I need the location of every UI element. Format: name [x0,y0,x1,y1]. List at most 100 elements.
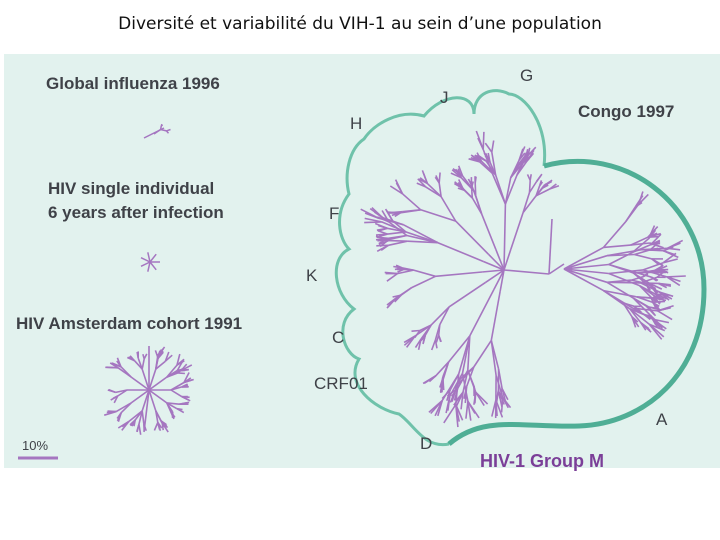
tree-branch [455,404,460,422]
tree-branch [435,361,450,377]
clade-label-k: K [306,266,318,285]
tree-branch [437,241,485,263]
tree-branch [473,190,483,215]
tree-branch [484,142,493,153]
tree-branch [442,361,450,378]
tree-branch [434,400,443,417]
tree-branch [503,203,507,249]
tree-branch [640,276,658,284]
tree-branch [522,192,531,213]
tree-branch [632,243,652,254]
tree-branch [465,366,475,387]
tree-branch [420,334,426,342]
tree-branch [451,384,459,402]
tree-branch [467,400,476,414]
slide-title: Diversité et variabilité du VIH-1 au sei… [118,14,602,34]
tree-branch [667,242,681,250]
tree-branch [654,297,667,302]
tree-branch [454,183,464,190]
tree-branch [469,289,495,337]
tree-branch [377,216,390,223]
clade-label-f: F [329,204,340,223]
tree-branch [479,161,493,174]
tree-branch [166,402,180,405]
tree-branch [471,154,481,163]
tree-branch [640,282,660,293]
tree-branch [563,246,604,270]
tree-branch [149,261,157,271]
tree-branch [510,212,524,250]
tree-branch [500,397,504,413]
tree-branch [608,269,644,275]
tree-branch [495,375,504,398]
tree-branch [490,291,501,341]
tree-branch [563,268,608,284]
tree-branch [164,354,173,362]
tree-branch [117,367,132,378]
hiv-group-m-tree [360,130,686,428]
tree-branch [183,379,193,384]
tree-branch [138,424,142,435]
tree-branch [148,376,168,391]
tree-branch [563,268,609,275]
clade-label-crf01: CRF01 [314,374,368,393]
tree-branch [467,401,472,421]
tree-branch [176,408,185,414]
tree-branch [364,221,382,224]
tree-branch [155,360,166,370]
tree-branch [639,284,656,295]
tree-branch [652,300,666,304]
tree-branch [489,161,497,176]
tree-branch [140,257,151,263]
tree-branch [457,366,475,386]
tree-branch [652,318,670,324]
tree-branch [106,366,119,369]
tree-branch [386,297,397,306]
tree-branch [129,419,136,427]
clade-boundary-scalloped [334,89,547,447]
tree-branch [476,154,487,162]
tree-branch [483,260,505,271]
tree-branch [108,388,116,394]
tree-branch [503,248,512,271]
tree-branch [493,269,505,290]
tree-branch [474,392,477,404]
tree-branch [482,269,505,273]
label-global-influenza: Global influenza 1996 [46,74,220,93]
tree-branch [625,203,640,223]
tree-branch [649,243,658,251]
tree-branch [487,253,505,271]
tree-branch [424,324,432,336]
tree-branch [485,269,505,283]
tree-branch [548,218,553,275]
tree-branch [656,270,665,278]
phylogeny-figure: Global influenza 1996 HIV single individ… [4,54,720,471]
tree-branch [648,323,666,332]
tree-branch [652,318,667,330]
tree-branch [153,128,162,135]
tree-branch [642,269,668,278]
tree-branch [495,399,504,418]
tree-branch [447,335,471,363]
tree-branch [474,176,477,184]
tree-branch [166,402,178,410]
tree-branch [414,330,421,339]
tree-branch [631,316,637,328]
tree-branch [411,275,436,289]
phylogeny-drawing [18,89,707,460]
tree-branch [447,395,451,411]
tree-branch [603,289,624,304]
tree-branch [387,227,406,233]
tree-branch [130,376,150,391]
tree-branch [640,282,659,285]
tree-branch [503,269,550,275]
tree-branch [440,376,444,388]
tree-branch [391,210,403,214]
tree-branch [181,384,189,388]
tree-branch [113,395,119,404]
tree-branch [603,289,637,298]
tree-branch [535,175,542,182]
tree-branch [648,306,657,317]
tree-branch [462,188,473,199]
label-congo-1997: Congo 1997 [578,102,675,121]
